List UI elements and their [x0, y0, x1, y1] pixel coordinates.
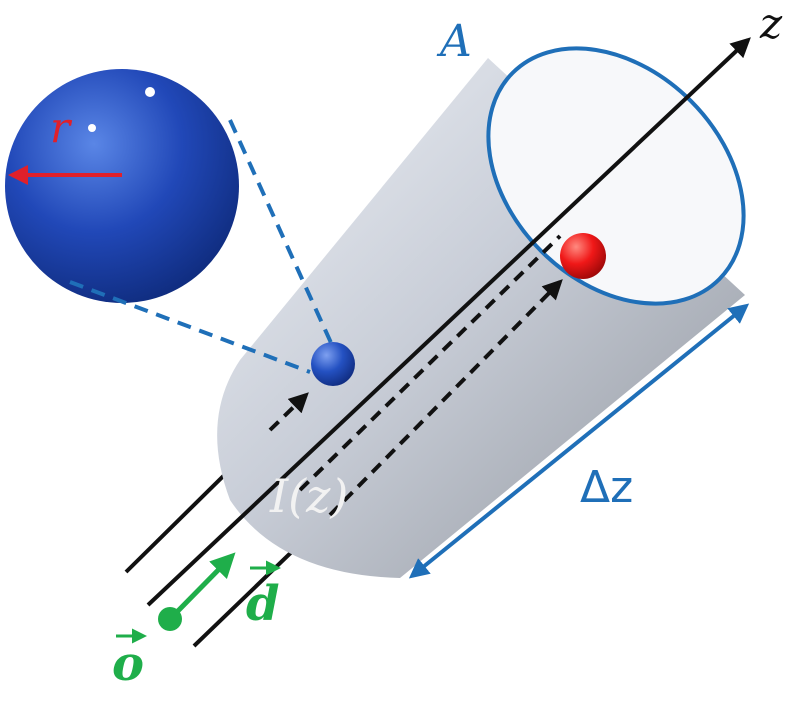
z-axis-label: z	[759, 0, 783, 48]
sphere-highlight	[145, 87, 155, 97]
origin-point	[158, 607, 182, 631]
cylinder-opening	[486, 46, 746, 306]
red-particle	[560, 233, 606, 279]
direction-arrow	[170, 552, 236, 619]
sphere-highlight	[88, 124, 96, 132]
sphere-highlight	[63, 73, 69, 79]
radius-label: r	[50, 103, 73, 152]
blue-particle	[311, 342, 355, 386]
zoom-connector-top	[228, 119, 334, 346]
thickness-label: Δz	[580, 462, 633, 513]
thickness-arrow	[408, 303, 750, 579]
ray-1-dashed	[268, 392, 309, 432]
origin-label: o	[112, 636, 144, 692]
magnified-particle	[5, 69, 239, 303]
intensity-label: I(z)	[269, 469, 348, 523]
zoom-connector-bottom	[69, 280, 311, 374]
direction-label: d	[246, 576, 280, 632]
area-label: A	[436, 16, 472, 67]
